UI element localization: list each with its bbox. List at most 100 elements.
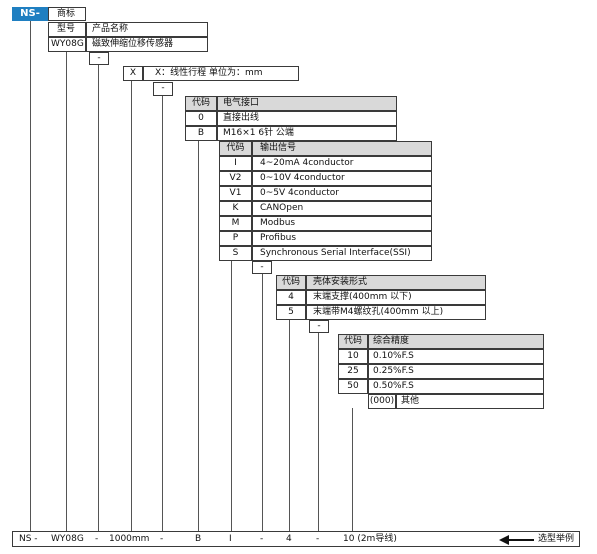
model-value-name-cell: [86, 37, 208, 52]
connector-row-2-code-cell: [185, 126, 217, 141]
accuracy-header-label: 综合精度: [373, 336, 410, 346]
output-row-1-label: 4~20mA 4conductor: [260, 158, 354, 168]
guide-line-sep1: [98, 65, 99, 531]
connector-row-2-code: B: [197, 128, 205, 138]
accuracy-other-code: (000): [369, 396, 395, 406]
model-value-name: 磁致伸缩位移传感器: [92, 39, 174, 49]
housing-header-label: 壳体安装形式: [313, 277, 368, 287]
stroke-code-cell: [123, 66, 143, 81]
accuracy-row-3-code-cell: [338, 379, 368, 394]
model-header-name: 产品名称: [92, 24, 129, 34]
housing-header-code-cell: [276, 275, 306, 290]
accuracy-row-1-code: 10: [347, 351, 359, 361]
output-row-7-code-cell: [219, 246, 252, 261]
model-header-code-cell: [48, 22, 86, 37]
output-header-label-cell: [252, 141, 432, 156]
output-row-2-code: V2: [229, 173, 242, 183]
output-row-6-code-cell: [219, 231, 252, 246]
guide-line-sep3: [262, 274, 263, 531]
connector-header-label: 电气接口: [223, 98, 260, 108]
accuracy-other-label-cell: [396, 394, 544, 409]
separator-2-cell: [153, 82, 173, 96]
example-part-connector: B: [195, 534, 202, 544]
accuracy-row-1-label-cell: [368, 349, 544, 364]
output-row-4-code: K: [232, 203, 239, 213]
output-row-4-label: CANOpen: [260, 203, 304, 213]
example-part-brand: NS -: [19, 534, 38, 544]
accuracy-other-code-cell: [368, 394, 396, 409]
guide-line-housing: [289, 320, 290, 531]
separator-4: -: [317, 321, 321, 331]
output-row-3-code-cell: [219, 186, 252, 201]
housing-row-2-code-cell: [276, 305, 306, 320]
connector-header-code-cell: [185, 96, 217, 111]
guide-line-brand: [30, 20, 31, 531]
arrow-shaft: [508, 539, 534, 541]
separator-1-cell: [89, 52, 109, 65]
stroke-code: X: [129, 68, 137, 78]
accuracy-row-2-label: 0.25%F.S: [373, 366, 414, 376]
example-part-output: I: [229, 534, 232, 544]
output-row-1-label-cell: [252, 156, 432, 171]
guide-line-accuracy: [352, 408, 353, 531]
connector-row-2-label-cell: [217, 126, 397, 141]
output-row-5-label-cell: [252, 216, 432, 231]
arrow-left-icon: [499, 535, 509, 545]
guide-line-sep4: [318, 333, 319, 531]
example-part-sep-1: -: [95, 534, 99, 544]
brand-label: 商标: [57, 9, 76, 19]
output-header-code: 代码: [226, 143, 245, 153]
housing-row-2-code: 5: [288, 307, 294, 317]
brand-label-cell: [48, 7, 86, 21]
housing-row-1-code: 4: [288, 292, 294, 302]
output-row-6-code: P: [232, 233, 239, 243]
separator-1: -: [97, 53, 101, 63]
connector-header-code: 代码: [191, 98, 210, 108]
output-row-5-code-cell: [219, 216, 252, 231]
brand-logo: NS-: [12, 7, 48, 21]
output-row-3-label-cell: [252, 186, 432, 201]
accuracy-header-code-cell: [338, 334, 368, 349]
housing-row-2-label-cell: [306, 305, 486, 320]
housing-row-1-label-cell: [306, 290, 486, 305]
output-row-4-code-cell: [219, 201, 252, 216]
example-part-sep-2: -: [160, 534, 164, 544]
housing-row-1-code-cell: [276, 290, 306, 305]
output-row-2-code-cell: [219, 171, 252, 186]
connector-row-1-label: 直接出线: [223, 113, 260, 123]
guide-line-model: [66, 52, 67, 531]
output-row-5-label: Modbus: [260, 218, 296, 228]
housing-row-2-label: 末端带M4螺纹孔(400mm 以上): [313, 307, 444, 317]
output-row-7-code: S: [232, 248, 239, 258]
output-header-code-cell: [219, 141, 252, 156]
output-header-label: 输出信号: [260, 143, 297, 153]
accuracy-header-label-cell: [368, 334, 544, 349]
example-part-sep-3: -: [260, 534, 264, 544]
separator-4-cell: [309, 320, 329, 333]
accuracy-header-code: 代码: [343, 336, 362, 346]
guide-line-sep2: [162, 96, 163, 531]
separator-3: -: [260, 262, 264, 272]
output-row-1-code-cell: [219, 156, 252, 171]
model-value-code: WY08G: [51, 39, 84, 49]
guide-line-connector: [198, 140, 199, 531]
output-row-7-label-cell: [252, 246, 432, 261]
example-part-sep-4: -: [316, 534, 320, 544]
accuracy-row-3-code: 50: [347, 381, 359, 391]
accuracy-row-3-label: 0.50%F.S: [373, 381, 414, 391]
connector-row-1-label-cell: [217, 111, 397, 126]
connector-row-1-code: 0: [198, 113, 204, 123]
connector-header-label-cell: [217, 96, 397, 111]
example-part-housing: 4: [286, 534, 292, 544]
model-value-code-cell: [48, 37, 86, 52]
model-header-name-cell: [86, 22, 208, 37]
guide-line-stroke: [131, 81, 132, 531]
accuracy-row-2-code: 25: [347, 366, 359, 376]
stroke-desc: X：线性行程 单位为：mm: [155, 68, 263, 78]
connector-row-2-label: M16×1 6针 公端: [223, 128, 294, 138]
accuracy-row-2-code-cell: [338, 364, 368, 379]
example-row: [12, 531, 580, 547]
accuracy-row-2-label-cell: [368, 364, 544, 379]
accuracy-row-1-code-cell: [338, 349, 368, 364]
accuracy-row-3-label-cell: [368, 379, 544, 394]
